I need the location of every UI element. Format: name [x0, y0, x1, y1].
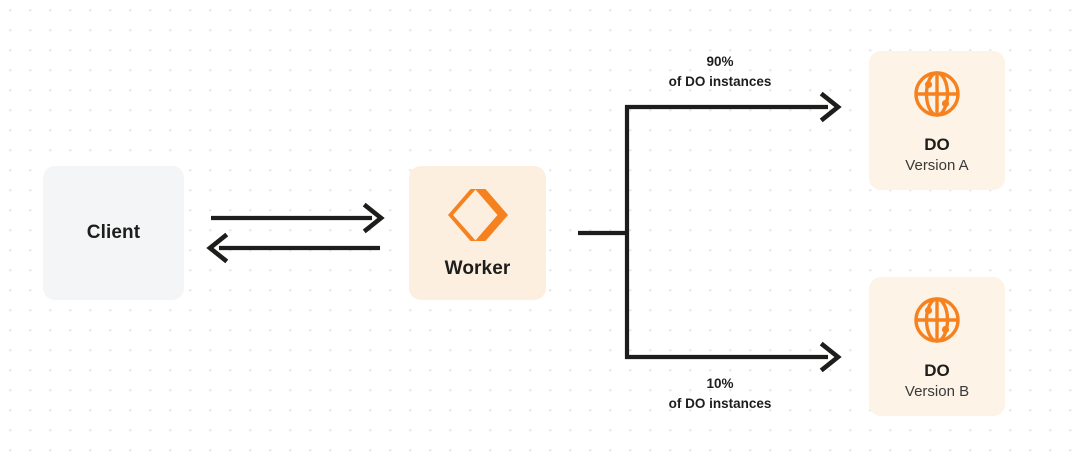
- edge-label-do-a-description: of DO instances: [668, 73, 772, 89]
- node-client: Client: [43, 166, 184, 300]
- edge-label-do-a: 90% of DO instances: [620, 52, 820, 91]
- node-do-a-title: DO: [924, 134, 950, 154]
- arrow-worker-to-do-a: [625, 91, 842, 123]
- edge-label-do-b-percent: 10%: [706, 376, 734, 391]
- node-worker: Worker: [409, 166, 546, 300]
- node-do-b-title: DO: [924, 360, 950, 380]
- node-do-version-a: DO Version A: [869, 51, 1005, 190]
- edge-label-do-b: 10% of DO instances: [620, 374, 820, 413]
- arrow-client-to-worker: [211, 202, 385, 234]
- durable-object-globe-icon: [909, 292, 965, 348]
- connector-worker-split: [578, 105, 630, 359]
- node-client-label: Client: [86, 221, 141, 243]
- node-do-b-subtitle: Version B: [904, 382, 970, 400]
- node-worker-label: Worker: [444, 257, 511, 279]
- arrow-worker-to-client: [206, 232, 380, 264]
- edge-label-do-b-description: of DO instances: [668, 395, 772, 411]
- node-do-a-subtitle: Version A: [905, 156, 969, 174]
- arrow-worker-to-do-b: [625, 341, 842, 373]
- node-do-version-b: DO Version B: [869, 277, 1005, 416]
- edge-label-do-a-percent: 90%: [706, 54, 734, 69]
- durable-object-globe-icon: [909, 66, 965, 122]
- cloudflare-workers-icon: [447, 186, 509, 244]
